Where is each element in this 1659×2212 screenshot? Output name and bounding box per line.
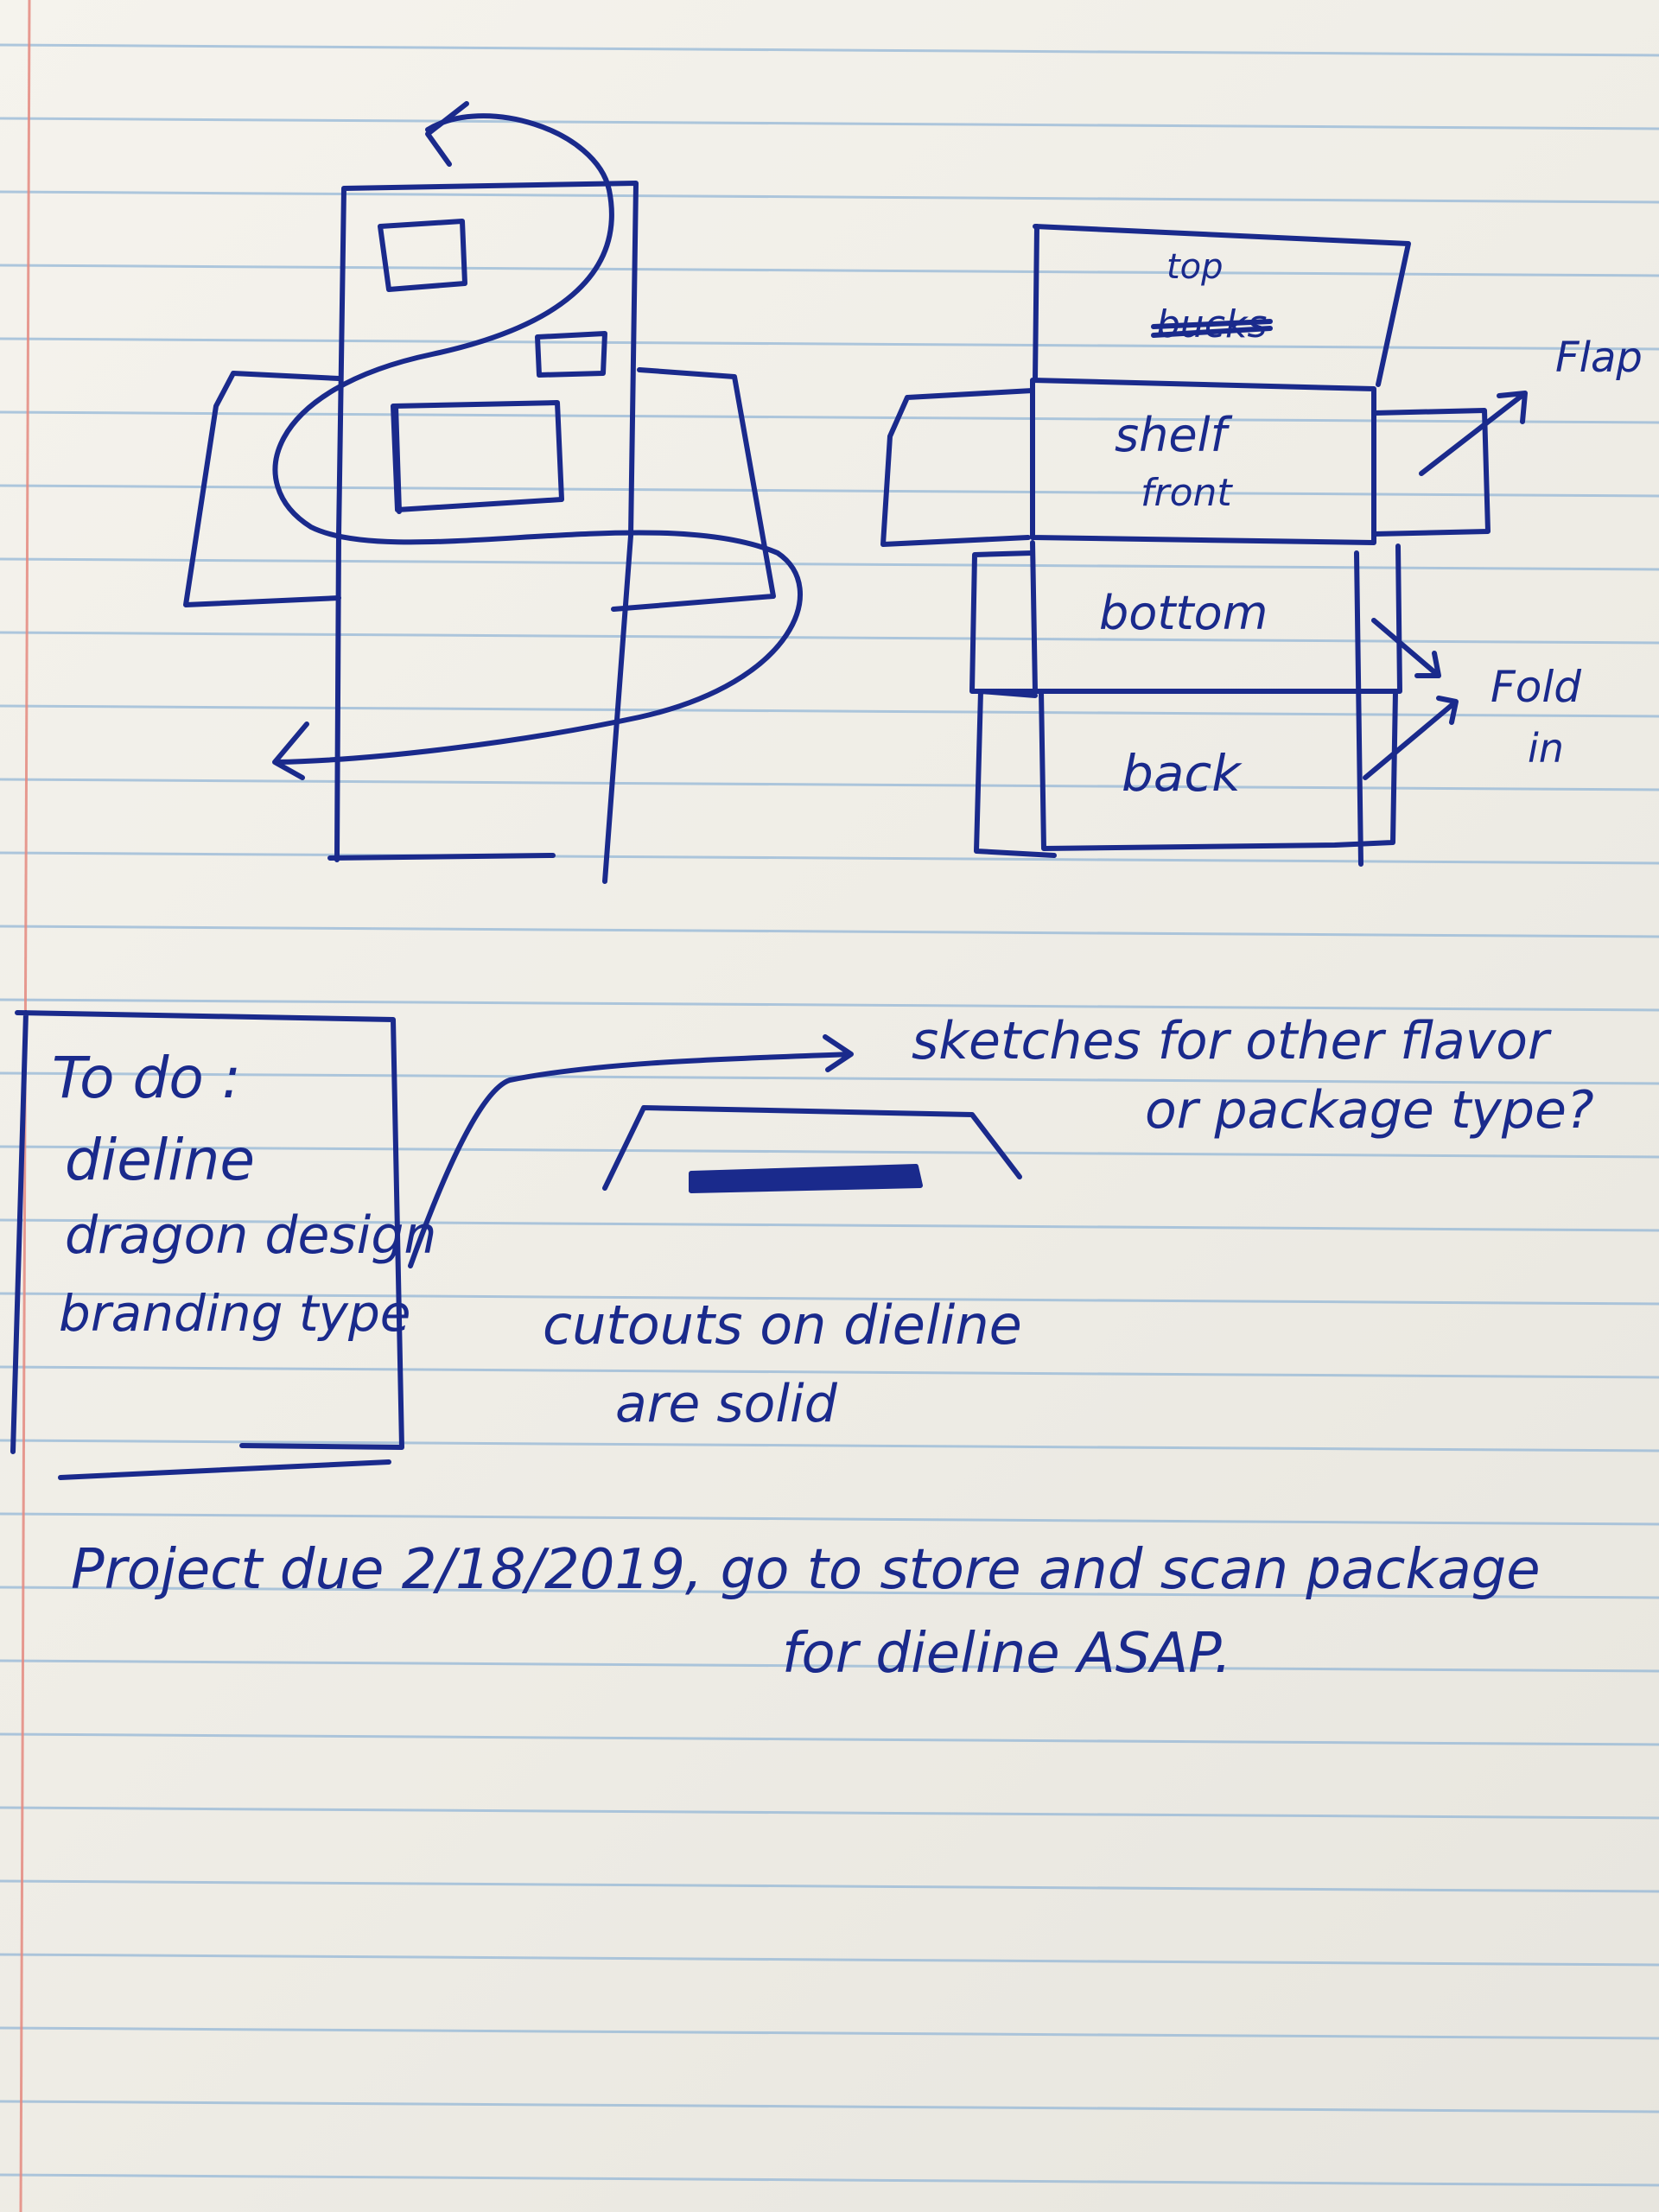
dieline-back-panel [1039,689,1398,851]
strike-through [1151,319,1273,338]
rule-line [0,2026,1659,2040]
label-shelf: shelf [1115,408,1233,462]
dieline-top-panel [1033,224,1411,387]
dieline-right-flap [1371,408,1491,537]
rule-line [0,1732,1659,1746]
todo-heading: To do : [52,1045,241,1111]
fold-arrow-1 [1371,618,1441,678]
label-top: top [1166,247,1224,287]
flap-arrow [1419,391,1528,476]
rule-line [0,1586,1659,1599]
rule-line [0,1879,1659,1893]
sketch-arrow-head-top [425,101,469,167]
label-back: back [1122,744,1243,803]
dieline-bottom-panel [1030,540,1402,867]
cutout-sketch [408,1034,1022,1268]
label-fold: Fold [1491,662,1581,712]
sketch-window-small [378,219,467,292]
sketch-bottom-edge [327,853,556,861]
rule-line [0,925,1659,938]
sketches-note-line1: sketches for other flavor [912,1011,1552,1071]
rule-line [0,631,1659,645]
connector-arrow [408,1034,854,1268]
rule-line [0,264,1659,277]
rule-line [0,778,1659,791]
cutouts-note-line1: cutouts on dieline [543,1294,1022,1357]
rule-line [0,337,1659,351]
rule-line [0,1439,1659,1452]
label-flap: Flap [1555,334,1643,382]
dieline-left-flap [880,388,1035,547]
rule-line [0,557,1659,571]
rule-line [0,410,1659,424]
sketches-note-line2: or package type? [1145,1080,1594,1141]
sketch-left-flap [183,371,341,607]
label-front: front [1141,471,1233,515]
rule-line [0,1953,1659,1967]
rule-line [0,1145,1659,1159]
rule-line [0,1218,1659,1232]
rule-line [0,1071,1659,1085]
label-in: in [1528,725,1564,772]
dieline-bottom-side-flap [969,550,1038,694]
todo-box [10,1010,404,1480]
rule-line [0,190,1659,204]
due-note-line2: for dieline ASAP. [782,1622,1231,1686]
box-front-sketch [183,101,803,884]
rule-line [0,1512,1659,1526]
rule-line [0,1806,1659,1820]
rule-line [0,2100,1659,2113]
rule-line [0,998,1659,1012]
todo-item: dieline [65,1127,255,1193]
rule-line [0,43,1659,57]
rule-line [0,2173,1659,2187]
label-top-crossed: bucks [1156,302,1267,346]
cutout-solid-bar [689,1164,923,1193]
due-note-line1: Project due 2/18/2019, go to store and s… [71,1538,1541,1602]
rule-line [0,1659,1659,1673]
label-bottom: bottom [1099,586,1268,640]
dieline-shelf-front-panel [1030,378,1376,545]
sketch-right-flap [611,367,776,612]
fold-arrow-2 [1363,696,1459,780]
cutout-shape-outline [602,1105,1022,1191]
sketch-window-tiny [535,331,607,378]
rule-line [0,484,1659,498]
rule-line [0,1292,1659,1306]
sketch-wrap-arrow [272,113,803,765]
sketch-window-large [391,400,564,514]
rule-line [0,704,1659,718]
cutouts-note-line2: are solid [615,1374,838,1434]
dieline-back-side-flap [974,689,1057,858]
todo-item: branding type [59,1284,410,1343]
rule-line [0,117,1659,130]
todo-item: dragon design [65,1205,436,1266]
rule-line [0,1365,1659,1379]
ruled-lines [0,43,1659,2187]
box-dieline-sketch [880,224,1528,867]
rule-line [0,851,1659,865]
sketch-arrow-head-bottom [272,721,309,780]
